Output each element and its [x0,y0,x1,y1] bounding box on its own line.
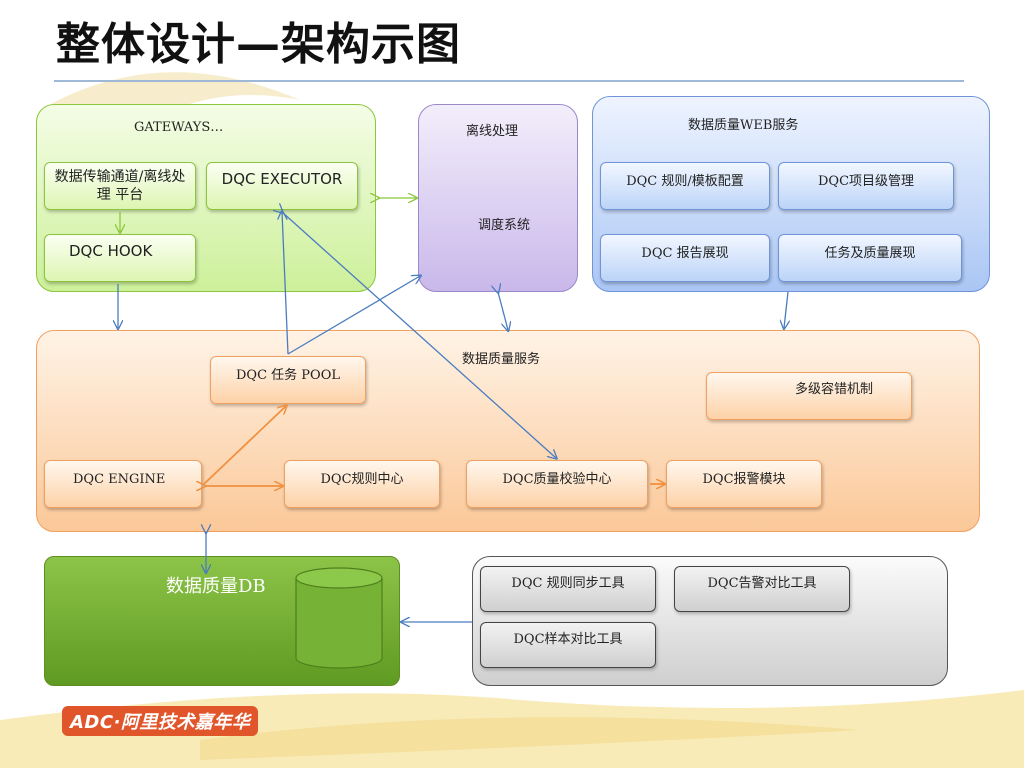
task-quality-display-box: 任务及质量展现 [778,234,962,282]
rule-template-config-box: DQC 规则/模板配置 [600,162,770,210]
quality-db-label: 数据质量DB [166,576,266,597]
offline-label: 离线处理 [466,124,519,139]
report-display-box: DQC 报告展现 [600,234,770,282]
dqc-executor-box: DQC EXECUTOR [206,162,358,210]
rule-sync-tool-box: DQC 规则同步工具 [480,566,656,612]
quality-check-center-box: DQC质量校验中心 [466,460,648,508]
project-management-box: DQC项目级管理 [778,162,954,210]
rule-center-box: DQC规则中心 [284,460,440,508]
conference-logo: ADC·阿里技术嘉年华 [62,706,259,736]
alert-compare-tool-box: DQC告警对比工具 [674,566,850,612]
data-transfer-platform-box: 数据传输通道/离线处理 平台 [44,162,196,210]
page-title: 整体设计—架构示图 [56,19,461,70]
dqc-engine-box: DQC ENGINE [44,460,202,508]
database-cylinder-icon [295,567,383,669]
sample-compare-tool-box: DQC样本对比工具 [480,622,656,668]
dqc-hook-box: DQC HOOK [44,234,196,282]
gateway-label: GATEWAYS… [134,120,224,135]
alert-module-box: DQC报警模块 [666,460,822,508]
fault-tolerance-box: 多级容错机制 [706,372,912,420]
web-service-label: 数据质量WEB服务 [688,118,799,133]
title-rule [54,80,964,82]
